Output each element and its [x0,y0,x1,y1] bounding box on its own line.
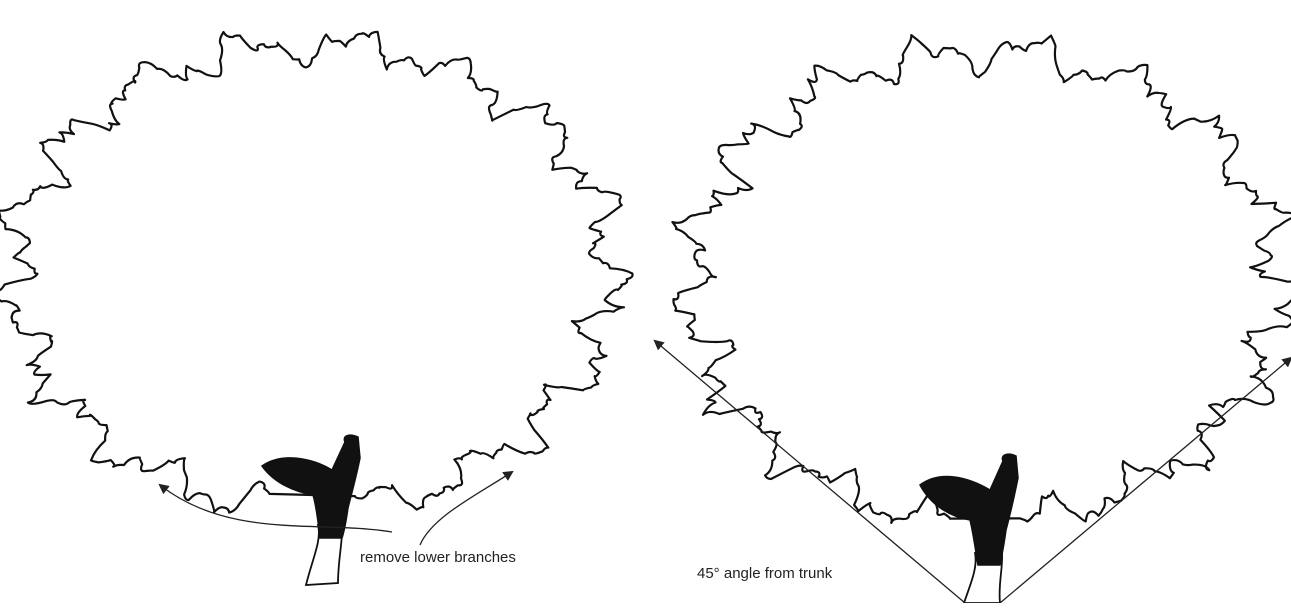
right-tree-lower-branches [919,453,1019,566]
left-arrow-to-right-branch [419,470,514,546]
remove-lower-branches-label: remove lower branches [360,549,516,566]
left-tree-crown [0,30,634,514]
left-arrow-to-left-branch [158,483,393,533]
right-tree-crown [671,34,1291,524]
angle-from-trunk-label: 45° angle from trunk [697,565,833,582]
left-tree [0,30,634,586]
left-tree-lower-branches [260,434,361,539]
right-tree [653,34,1291,604]
left-45-degree-line [653,339,966,604]
right-45-degree-line [999,356,1291,604]
